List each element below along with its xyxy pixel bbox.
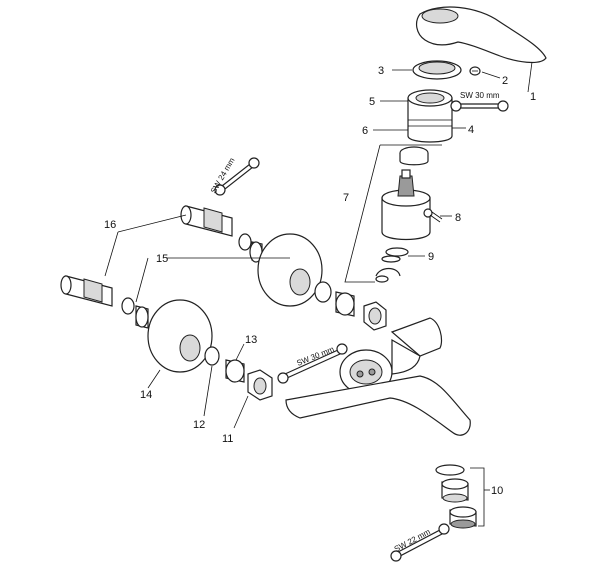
callout-2: 2 bbox=[502, 75, 508, 87]
rosette-lower bbox=[147, 299, 213, 373]
mixer-body bbox=[285, 317, 471, 436]
washer bbox=[238, 233, 252, 251]
handle-lever bbox=[415, 6, 547, 64]
cover-cap bbox=[412, 60, 462, 80]
callout-13: 13 bbox=[245, 334, 257, 346]
callout-5: 5 bbox=[369, 96, 375, 108]
callout-8: 8 bbox=[455, 212, 461, 224]
screw-small bbox=[469, 66, 481, 76]
callout-3: 3 bbox=[378, 65, 384, 77]
callout-4: 4 bbox=[468, 124, 474, 136]
wrench-icon bbox=[450, 100, 509, 112]
o-rings bbox=[375, 247, 409, 283]
callout-1: 1 bbox=[530, 91, 536, 103]
callout-10: 10 bbox=[491, 485, 503, 497]
wrench-icon bbox=[214, 157, 260, 196]
washer-12 bbox=[204, 346, 220, 366]
callout-12: 12 bbox=[193, 419, 205, 431]
union-nut bbox=[135, 305, 149, 329]
aerator-ring bbox=[435, 464, 465, 476]
screw-long bbox=[423, 208, 443, 223]
wrench-icon bbox=[390, 523, 450, 562]
washer-right bbox=[314, 281, 332, 303]
callout-15: 15 bbox=[156, 253, 168, 265]
callout-11: 11 bbox=[222, 433, 233, 445]
wrench-label-sw30-top: SW 30 mm bbox=[460, 91, 500, 100]
nut-13 bbox=[225, 359, 245, 383]
cartridge-sleeve bbox=[407, 89, 453, 143]
wrench-icon bbox=[277, 343, 348, 384]
hex-nut-11 bbox=[247, 369, 273, 401]
spline-adapter bbox=[399, 146, 429, 166]
s-union-lower bbox=[60, 275, 113, 307]
callout-16: 16 bbox=[104, 219, 116, 231]
rosette-upper bbox=[257, 233, 323, 307]
s-union-upper bbox=[180, 205, 233, 237]
nut-right bbox=[335, 291, 355, 317]
hex-nut-right bbox=[363, 301, 387, 331]
callout-14: 14 bbox=[140, 389, 152, 401]
aerator-housing bbox=[449, 506, 477, 529]
washer bbox=[121, 297, 135, 315]
callout-9: 9 bbox=[428, 251, 434, 263]
callout-7: 7 bbox=[343, 192, 349, 204]
thermostatic-cartridge bbox=[381, 169, 431, 241]
aerator-insert bbox=[441, 478, 469, 503]
callout-6: 6 bbox=[362, 125, 368, 137]
